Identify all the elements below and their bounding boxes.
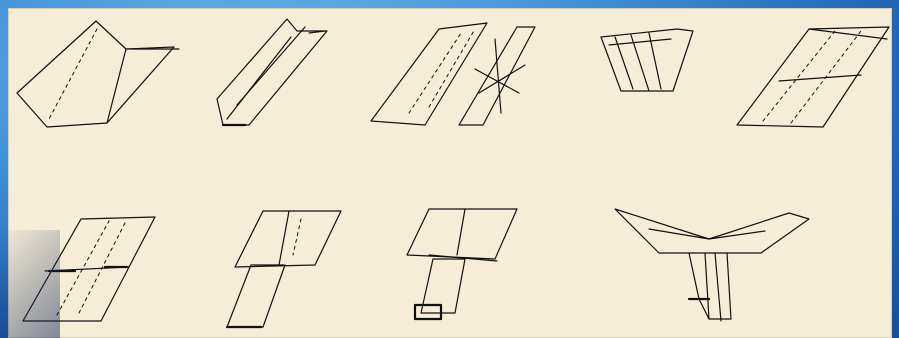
fold-sketch-3	[371, 23, 535, 125]
fold-sketches-figure	[9, 9, 893, 338]
fold-sketch-7	[227, 211, 341, 327]
fold-sketch-6	[23, 217, 155, 321]
fold-sketch-9	[615, 209, 809, 321]
fold-sketch-8	[407, 209, 517, 319]
figure-panel	[8, 8, 892, 338]
fold-sketch-5	[737, 27, 889, 127]
fold-sketch-2	[217, 19, 327, 125]
fold-sketch-4	[601, 29, 693, 91]
fold-sketch-1	[17, 21, 179, 127]
